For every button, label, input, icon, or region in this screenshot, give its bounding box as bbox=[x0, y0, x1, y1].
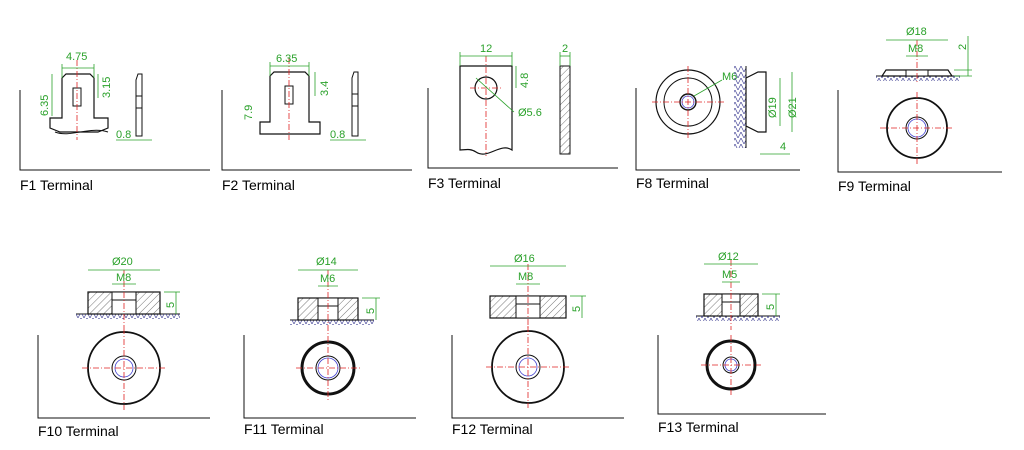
terminal-f8: M6 Ø19 Ø21 4 F8 Terminal bbox=[635, 66, 800, 191]
dim-label: 6.35 bbox=[39, 95, 51, 116]
dim-label: M8 bbox=[116, 272, 131, 284]
dim-label: 0.8 bbox=[116, 129, 131, 141]
dim-label: Ø19 bbox=[767, 97, 779, 118]
dim-label: Ø21 bbox=[787, 97, 799, 118]
terminal-f11: Ø14 M6 5 F11 Terminal bbox=[243, 256, 416, 437]
terminal-label: F10 Terminal bbox=[38, 423, 119, 439]
terminal-f2: 6.35 7.9 3.4 0.8 F2 Terminal bbox=[221, 53, 412, 193]
terminal-label: F12 Terminal bbox=[452, 421, 533, 437]
dim-label: Ø14 bbox=[316, 256, 337, 268]
dim-label: Ø16 bbox=[514, 253, 535, 265]
terminal-label: F9 Terminal bbox=[838, 178, 911, 194]
dim-label: 3.15 bbox=[101, 77, 113, 98]
terminal-f13: Ø12 M5 5 F13 Terminal bbox=[657, 251, 826, 435]
dim-label: M6 bbox=[722, 71, 737, 83]
dim-label: 5 bbox=[765, 304, 777, 310]
terminal-f9: Ø18 M8 2 F9 Terminal bbox=[837, 26, 1002, 194]
terminal-f1: 4.75 6.35 3.15 0.8 F1 Terminal bbox=[19, 51, 210, 193]
dim-label: M8 bbox=[908, 43, 923, 55]
dim-label: 4.75 bbox=[66, 51, 87, 63]
terminal-f3: 12 4.8 Ø5.6 2 F3 Terminal bbox=[427, 43, 618, 191]
terminal-label: F11 Terminal bbox=[244, 421, 324, 437]
dim-label: 12 bbox=[480, 43, 492, 55]
dim-label: 0.8 bbox=[330, 129, 345, 141]
terminal-f10: Ø20 M8 5 F10 Terminal bbox=[37, 256, 210, 439]
terminal-label: F2 Terminal bbox=[222, 177, 295, 193]
dim-label: 6.35 bbox=[276, 53, 297, 65]
dim-label: 2 bbox=[562, 43, 568, 55]
dim-label: M6 bbox=[320, 273, 335, 285]
dim-label: Ø18 bbox=[906, 26, 927, 38]
dim-label: 5 bbox=[571, 306, 583, 312]
dim-label: 4.8 bbox=[519, 73, 531, 88]
terminal-label: F3 Terminal bbox=[428, 175, 501, 191]
dim-label: Ø20 bbox=[112, 256, 133, 268]
terminal-label: F8 Terminal bbox=[636, 175, 709, 191]
dim-label: 5 bbox=[365, 308, 377, 314]
dim-label: 4 bbox=[780, 141, 786, 153]
dim-label: M5 bbox=[722, 269, 737, 281]
dim-label: Ø12 bbox=[718, 251, 739, 263]
terminal-label: F1 Terminal bbox=[20, 177, 93, 193]
dim-label: M8 bbox=[518, 271, 533, 283]
dim-label: 7.9 bbox=[243, 105, 255, 120]
terminal-f12: Ø16 M8 5 F12 Terminal bbox=[451, 253, 624, 437]
dim-label: Ø5.6 bbox=[518, 107, 542, 119]
dim-label: 5 bbox=[165, 302, 177, 308]
dim-label: 3.4 bbox=[319, 81, 331, 96]
dim-label: 2 bbox=[957, 44, 969, 50]
terminal-label: F13 Terminal bbox=[658, 419, 739, 435]
